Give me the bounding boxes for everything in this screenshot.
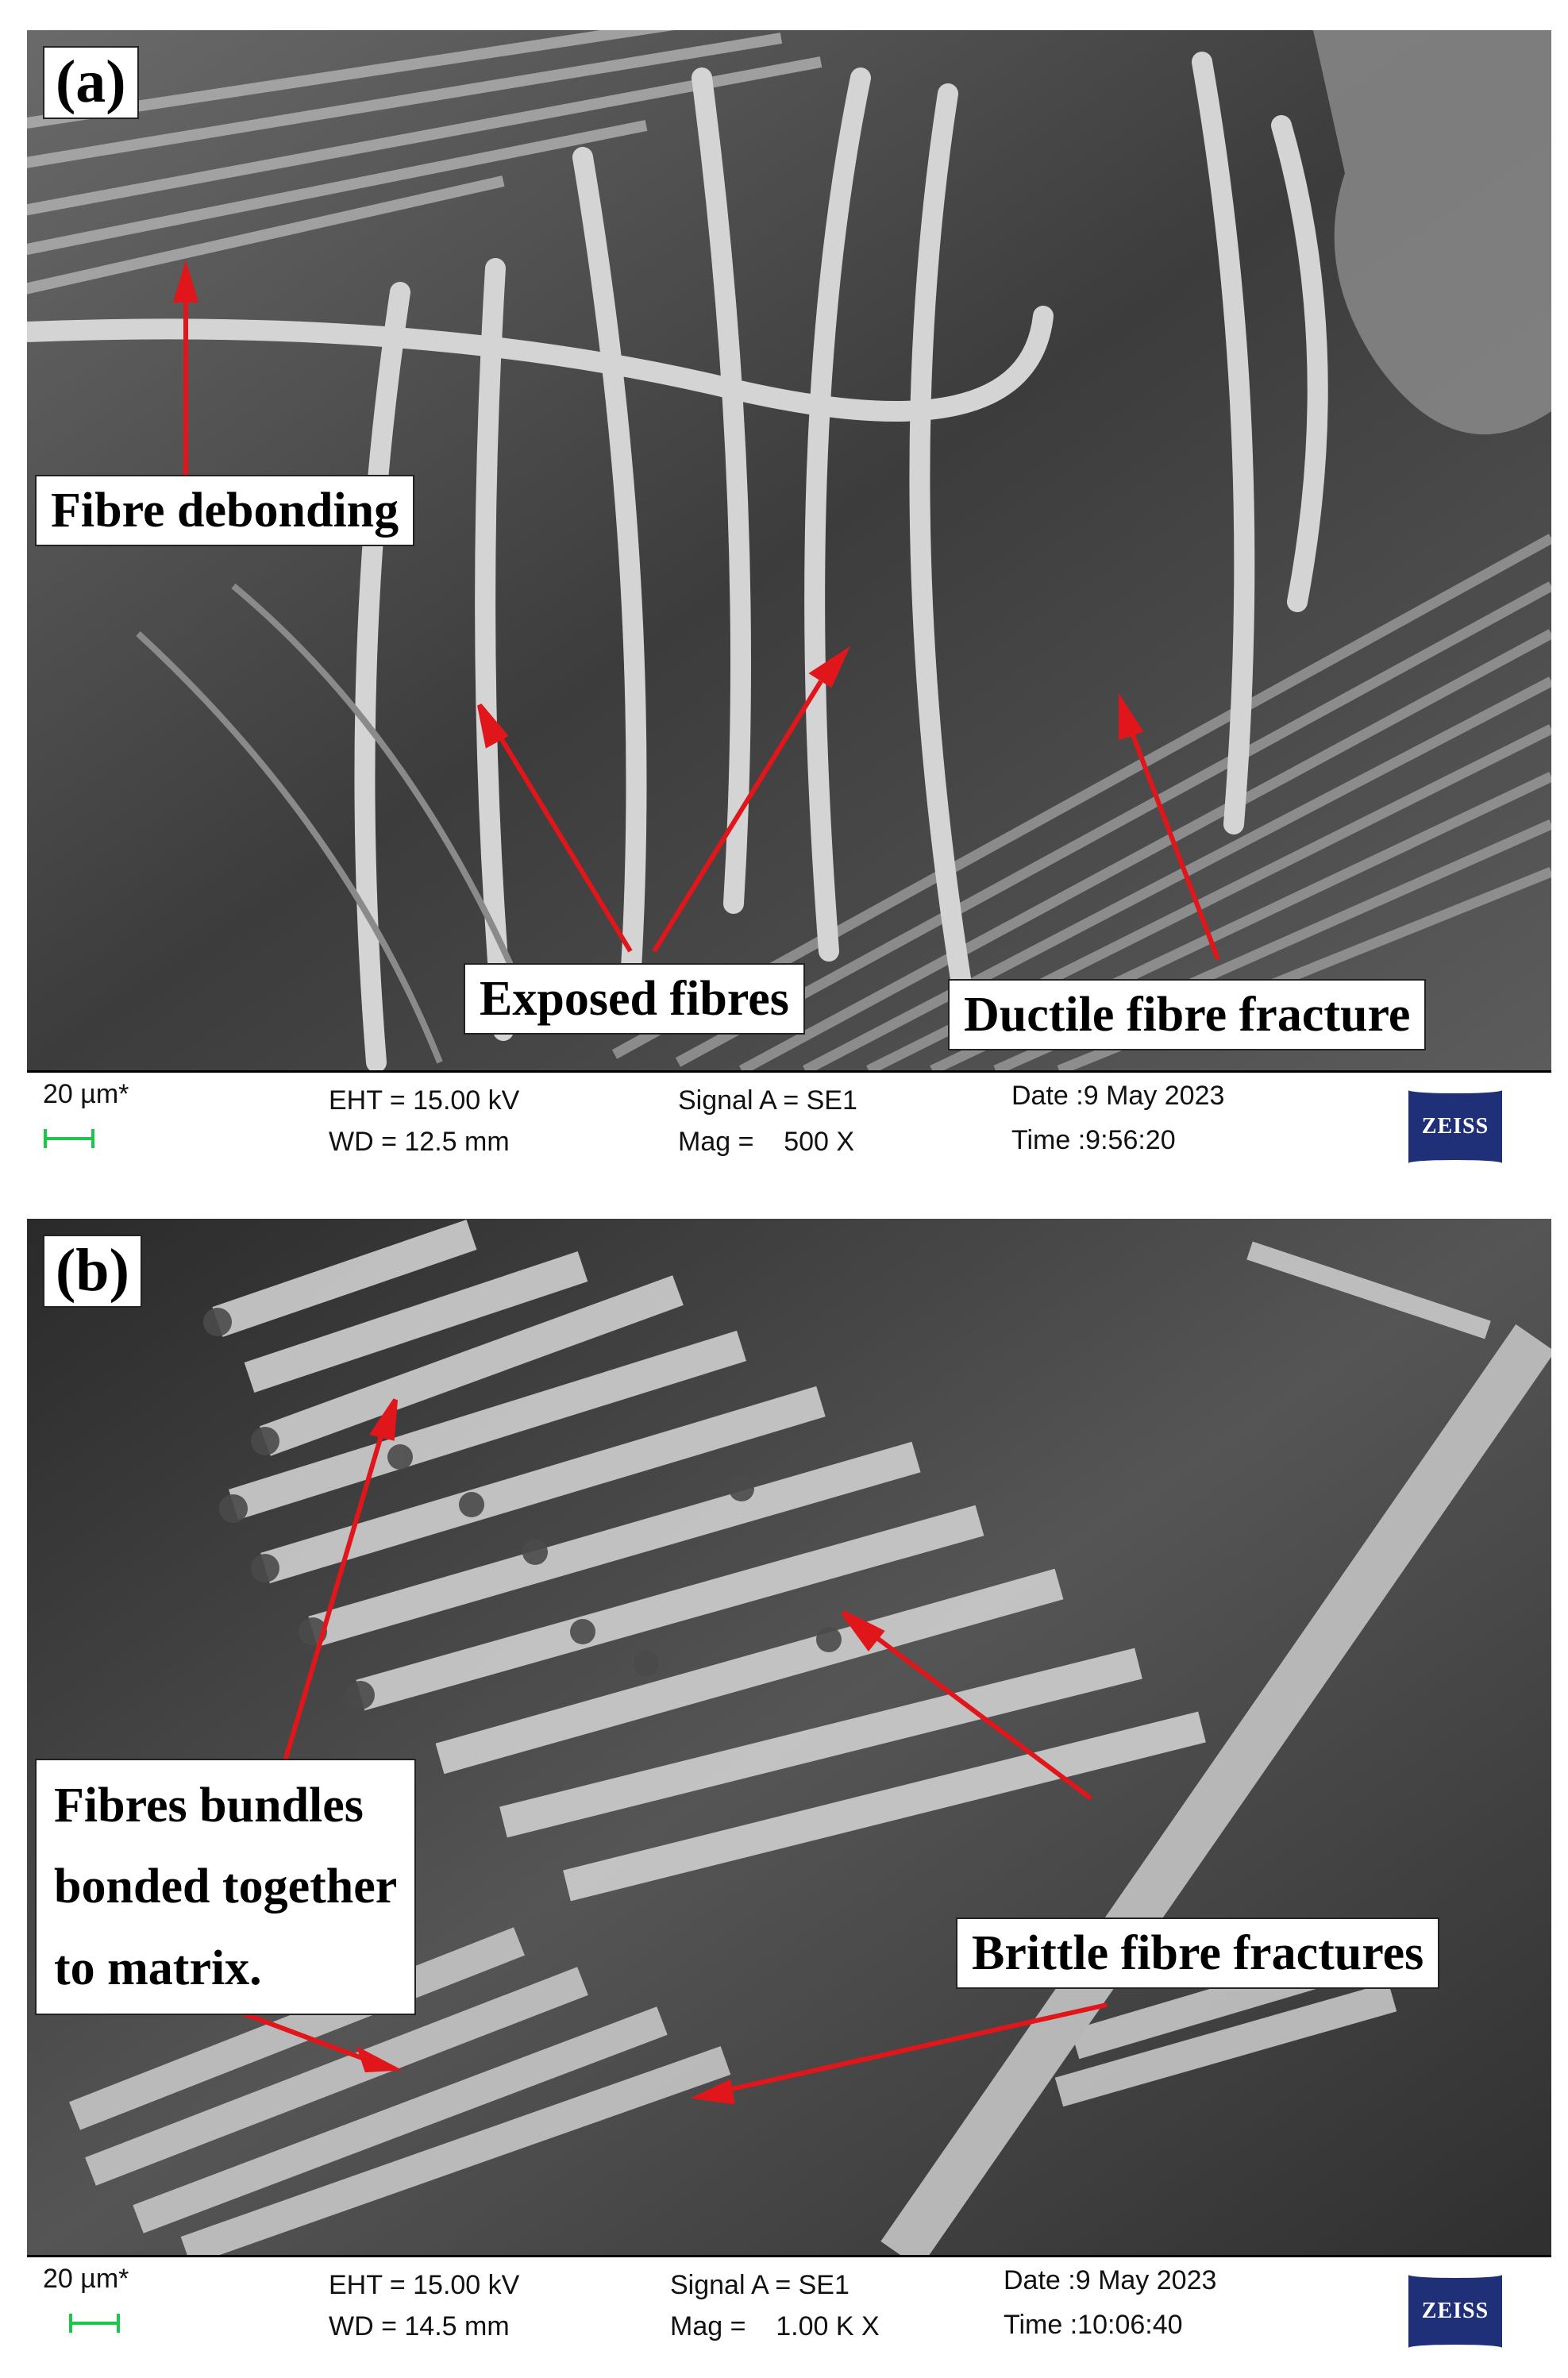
sem-panel-a: (a) Fibre debonding Exposed fibres Ducti… xyxy=(27,30,1551,1070)
sem-image-a xyxy=(27,30,1551,1070)
mag-value: Mag = 500 X xyxy=(678,1127,855,1157)
arrows-b xyxy=(240,1398,1108,2105)
scale-label: 20 µm* xyxy=(43,1079,129,1109)
annotation-fibre-debonding: Fibre debonding xyxy=(35,475,415,547)
annotation-brittle-fractures: Brittle fibre fractures xyxy=(956,1917,1440,1990)
wd-value: WD = 12.5 mm xyxy=(329,1127,510,1157)
signal-value: Signal A = SE1 xyxy=(670,2270,849,2300)
zeiss-logo: ZEISS xyxy=(1408,2272,1502,2351)
eht-value: EHT = 15.00 kV xyxy=(329,1085,520,1116)
annotation-bundles-line2: bonded together xyxy=(54,1860,398,1914)
sem-image-b xyxy=(27,1219,1551,2255)
sem-panel-b: (b) Fibres bundles bonded together to ma… xyxy=(27,1219,1551,2255)
wd-value: WD = 14.5 mm xyxy=(329,2311,510,2341)
scale-label: 20 µm* xyxy=(43,2264,129,2294)
annotation-bundles-line1: Fibres bundles xyxy=(54,1779,364,1833)
annotation-ductile-fracture: Ductile fibre fracture xyxy=(948,979,1427,1051)
annotation-bundles-line3: to matrix. xyxy=(54,1941,262,1995)
scale-bar-icon xyxy=(69,2314,120,2333)
date-value: Date :9 May 2023 xyxy=(1004,2265,1217,2295)
panel-label-a: (a) xyxy=(43,46,139,119)
sem-info-bar-a: 20 µm* EHT = 15.00 kV WD = 12.5 mm Signa… xyxy=(27,1070,1551,1174)
signal-value: Signal A = SE1 xyxy=(678,1085,857,1116)
panel-label-b: (b) xyxy=(43,1235,142,1308)
time-value: Time :10:06:40 xyxy=(1004,2310,1183,2340)
sem-info-bar-b: 20 µm* EHT = 15.00 kV WD = 14.5 mm Signa… xyxy=(27,2255,1551,2359)
scale-bar-icon xyxy=(44,1129,94,1148)
zeiss-logo: ZEISS xyxy=(1408,1087,1502,1166)
annotation-exposed-fibres: Exposed fibres xyxy=(464,963,805,1035)
eht-value: EHT = 15.00 kV xyxy=(329,2270,520,2300)
date-value: Date :9 May 2023 xyxy=(1011,1081,1225,1111)
time-value: Time :9:56:20 xyxy=(1011,1125,1176,1155)
arrows-a xyxy=(172,260,1220,961)
annotation-fibres-bundles: Fibres bundles bonded together to matrix… xyxy=(35,1759,417,2015)
mag-value: Mag = 1.00 K X xyxy=(670,2311,880,2341)
